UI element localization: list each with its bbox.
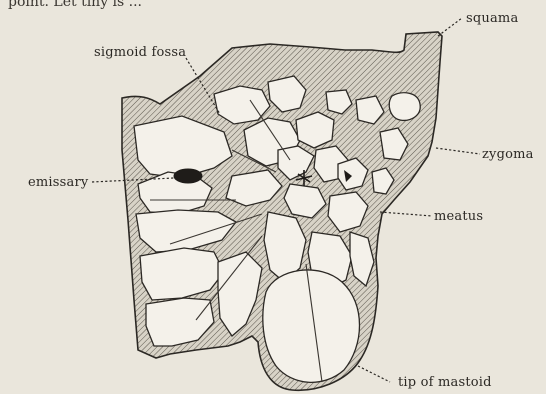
label-emissary: emissary: [28, 175, 89, 190]
label-squama: squama: [466, 11, 518, 26]
label-zygoma: zygoma: [482, 147, 534, 162]
cropped-header-text: point. Let tiny is ...: [8, 0, 142, 10]
squama-leader: [438, 18, 462, 36]
label-sigmoid-fossa: sigmoid fossa: [94, 45, 186, 60]
label-tip-of-mastoid: tip of mastoid: [398, 375, 492, 390]
air-cell: [389, 93, 420, 121]
air-cell: [263, 270, 360, 382]
emissary-foramen: [174, 169, 202, 183]
label-meatus: meatus: [434, 209, 483, 224]
zygoma-leader: [436, 148, 480, 154]
tip-of-mastoid-leader: [358, 366, 390, 382]
meatus-leader: [380, 212, 432, 216]
